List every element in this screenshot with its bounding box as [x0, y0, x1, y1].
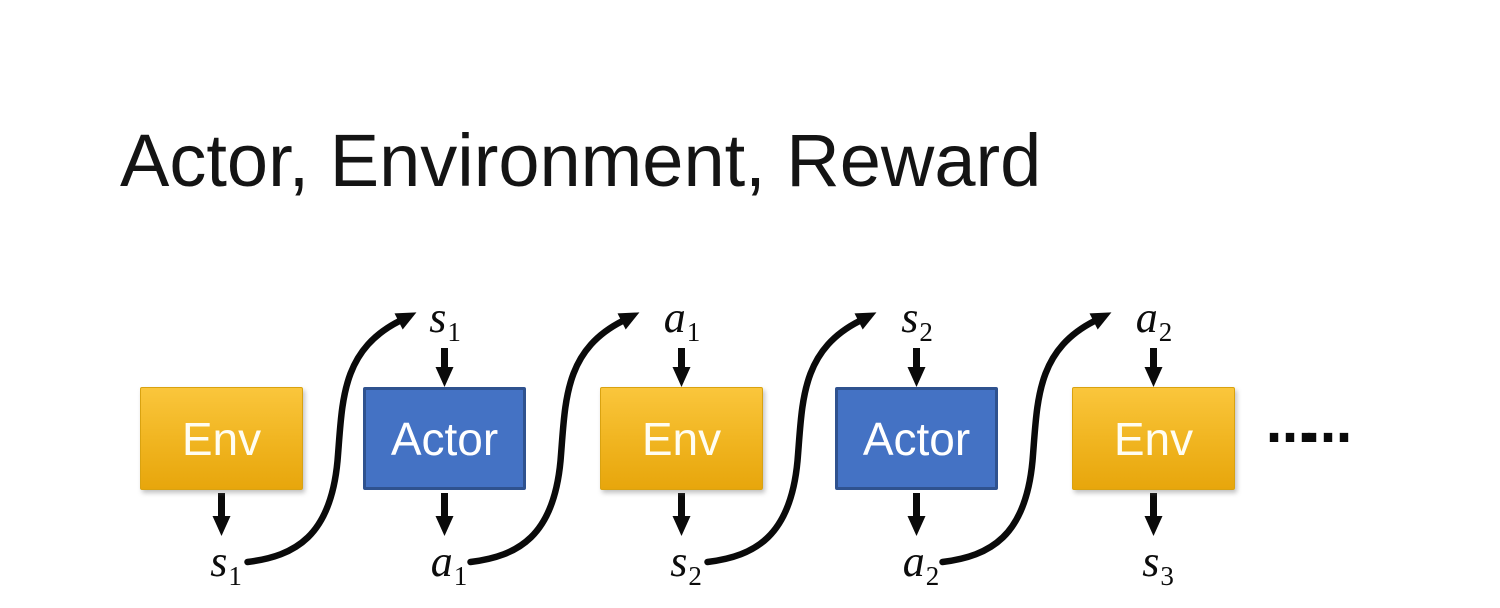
subscript: 1: [447, 317, 461, 347]
transition-curve-arrow-icon: [467, 312, 640, 566]
actor-2-box: Actor: [835, 387, 998, 490]
symbol: a: [1135, 293, 1158, 342]
actor-1-label: Actor: [390, 412, 499, 465]
symbol: s: [1142, 537, 1160, 586]
env-2-label: Env: [641, 412, 722, 465]
subscript: 1: [228, 561, 242, 591]
top-label-s1: s1: [429, 293, 461, 346]
bottom-label-s2: s2: [670, 537, 702, 590]
actor-1-box: Actor: [363, 387, 526, 490]
top-label-s2: s2: [901, 293, 933, 346]
symbol: s: [901, 293, 919, 342]
env-3-label: Env: [1113, 412, 1194, 465]
env-1-box: Env: [140, 387, 303, 490]
transition-curve-arrow-icon: [939, 312, 1112, 566]
subscript: 2: [919, 317, 933, 347]
symbol: s: [670, 537, 688, 586]
continuation-ellipsis: ……: [1266, 398, 1352, 454]
top-label-a2: a2: [1135, 293, 1173, 346]
slide-title: Actor, Environment, Reward: [120, 119, 1042, 202]
bottom-label-s3: s3: [1142, 537, 1174, 590]
subscript: 2: [688, 561, 702, 591]
top-label-a1: a1: [663, 293, 701, 346]
subscript: 2: [925, 561, 940, 591]
symbol: a: [902, 537, 925, 586]
subscript: 1: [686, 317, 701, 347]
subscript: 1: [453, 561, 468, 591]
symbol: s: [429, 293, 447, 342]
env-2-box: Env: [600, 387, 763, 490]
symbol: a: [430, 537, 453, 586]
transition-curve-arrow-icon: [244, 312, 417, 566]
bottom-label-s1: s1: [210, 537, 242, 590]
env-1-label: Env: [181, 412, 262, 465]
env-3-box: Env: [1072, 387, 1235, 490]
subscript: 2: [1158, 317, 1173, 347]
transition-curve-arrow-icon: [704, 312, 877, 566]
subscript: 3: [1160, 561, 1174, 591]
symbol: s: [210, 537, 228, 586]
bottom-label-a2: a2: [902, 537, 940, 590]
symbol: a: [663, 293, 686, 342]
actor-2-label: Actor: [862, 412, 971, 465]
bottom-label-a1: a1: [430, 537, 468, 590]
